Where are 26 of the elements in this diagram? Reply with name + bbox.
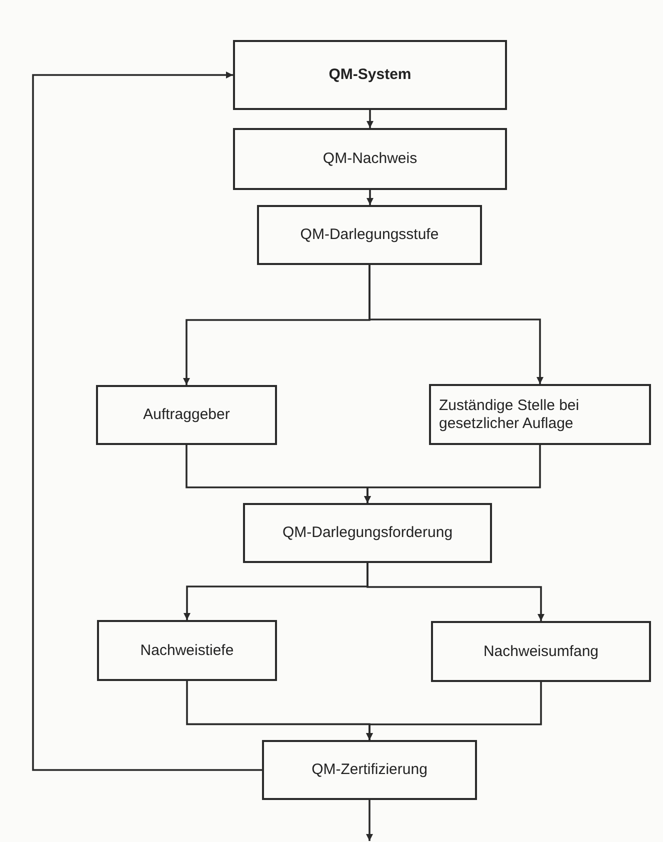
arrow (368, 265, 544, 384)
process-box (429, 384, 651, 445)
box-label: QM-Darlegungsforderung (281, 524, 454, 542)
arrow (366, 682, 542, 740)
arrow (32, 72, 262, 771)
box-label: QM-Darlegungsstufe (299, 226, 440, 244)
arrow (366, 110, 374, 128)
process-box (243, 503, 492, 563)
process-box (262, 740, 477, 800)
process-box (233, 128, 507, 190)
box-label: Auftraggeber (142, 406, 231, 424)
box-label: Nachweistiefe (139, 642, 235, 660)
arrow (366, 563, 544, 621)
process-box (233, 40, 507, 110)
box-label: Zuständige Stelle bei gesetzlicher Auflage (438, 396, 580, 432)
box-label: QM-System (328, 66, 412, 84)
process-box (96, 385, 277, 445)
process-box (97, 620, 277, 681)
box-label: QM-Nachweis (322, 150, 418, 168)
box-label: Nachweisumfang (482, 642, 600, 660)
arrow (366, 800, 373, 841)
process-box (257, 205, 482, 265)
arrow (364, 445, 541, 503)
process-box (431, 621, 651, 682)
box-label: QM-Zertifizierung (310, 761, 428, 779)
arrow (366, 190, 374, 205)
